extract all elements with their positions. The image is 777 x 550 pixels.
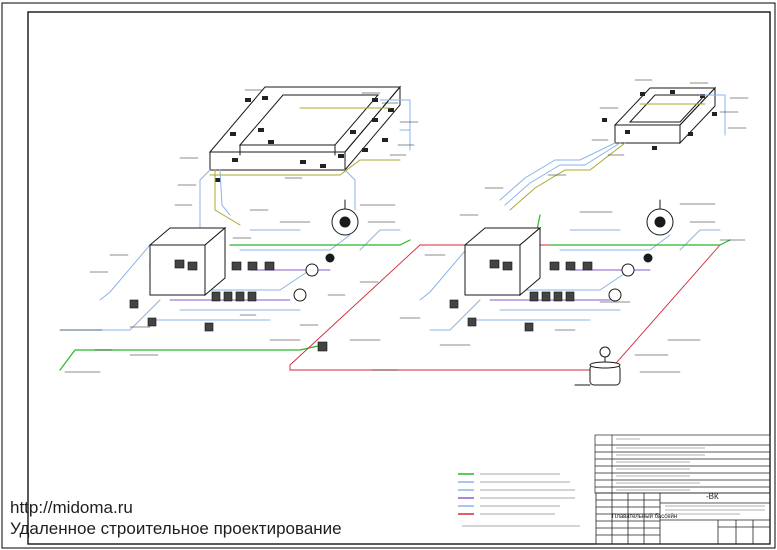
right-pool-system — [371, 79, 749, 386]
drawing-border — [27, 11, 771, 545]
right-pool-fittings — [602, 90, 717, 150]
right-equipment-blocks — [449, 259, 593, 332]
left-pipes-olive — [209, 107, 401, 226]
right-label-tags — [371, 79, 749, 373]
left-pool-system — [59, 85, 721, 373]
spec-table-entries — [616, 438, 705, 491]
left-label-tags — [59, 89, 419, 373]
left-pipes-green — [59, 239, 411, 371]
spec-table — [594, 434, 771, 494]
pipe-legend — [458, 473, 580, 527]
legend-swatches — [458, 473, 474, 515]
left-balance-tank — [148, 226, 227, 297]
legend-text-lines — [462, 473, 580, 527]
watermark-caption: Удаленное строительное проектирование — [10, 519, 342, 538]
right-pipes-olive — [509, 103, 706, 211]
left-pipes-blue — [59, 99, 411, 331]
left-pool-basin — [208, 85, 402, 172]
right-filter-tanks — [608, 199, 674, 302]
left-equipment-blocks — [129, 259, 328, 352]
left-pool-fittings — [215, 96, 394, 182]
watermark-url[interactable]: http://midoma.ru — [10, 498, 133, 517]
drawing-title: Плавательный бассейн — [612, 514, 678, 520]
title-block-notes — [665, 505, 765, 515]
title-block — [595, 492, 771, 545]
drawing-code: -ВК — [706, 492, 719, 501]
sump-tank — [574, 346, 621, 386]
left-filter-tanks — [293, 199, 359, 302]
right-pipes-blue — [419, 94, 726, 331]
right-balance-tank — [463, 226, 542, 297]
